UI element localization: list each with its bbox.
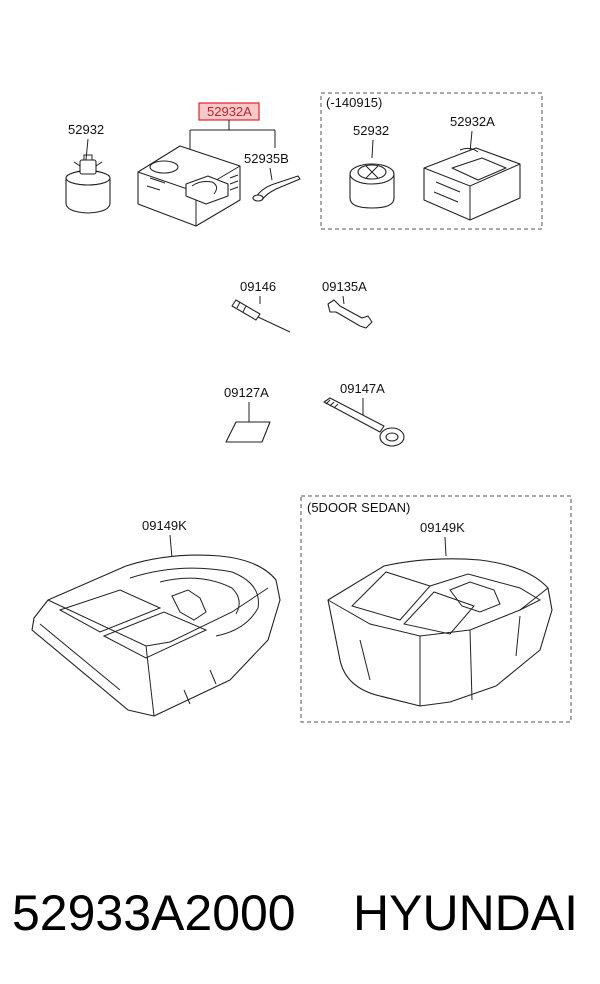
label-variant-140915: (-140915) [326, 95, 382, 110]
luggage-tray-left-icon [31, 554, 281, 717]
manual-sheet-icon [225, 421, 271, 443]
leader-52932-left [85, 138, 89, 161]
compressor-kit-icon [137, 145, 241, 227]
compressor-variant-icon [423, 147, 521, 221]
label-52935B: 52935B [244, 151, 289, 166]
label-09146: 09146 [240, 279, 276, 294]
label-09149K-left: 09149K [142, 518, 187, 533]
leader-52935B [269, 167, 273, 181]
label-09135A: 09135A [322, 279, 367, 294]
leader-09135A [342, 295, 345, 305]
kit-leader-lines [189, 120, 276, 150]
sealant-bottle-icon [65, 154, 111, 214]
footer-part-number: 52933A2000 [12, 885, 296, 941]
leader-52932-variant [371, 139, 374, 159]
leader-09149K-right [444, 536, 447, 557]
variant-box-5door-sedan [300, 495, 572, 723]
variant-box-140915 [320, 92, 543, 230]
wrench-icon [327, 299, 373, 329]
label-09147A: 09147A [340, 381, 385, 396]
footer-brand: HYUNDAI [353, 885, 578, 941]
leader-09149K-left [169, 534, 173, 559]
label-52932A-main: 52932A [207, 104, 252, 119]
label-52932A-variant: 52932A [450, 114, 495, 129]
sealant-canister-variant-icon [349, 163, 395, 209]
label-52932-variant: 52932 [353, 123, 389, 138]
label-52932-left: 52932 [68, 122, 104, 137]
luggage-tray-right-icon [327, 558, 553, 707]
hose-icon [252, 175, 301, 202]
label-09127A: 09127A [224, 385, 269, 400]
screwdriver-icon [231, 299, 291, 333]
tow-hook-icon [323, 397, 405, 447]
label-09149K-right: 09149K [420, 520, 465, 535]
label-5door-sedan: (5DOOR SEDAN) [307, 500, 410, 515]
